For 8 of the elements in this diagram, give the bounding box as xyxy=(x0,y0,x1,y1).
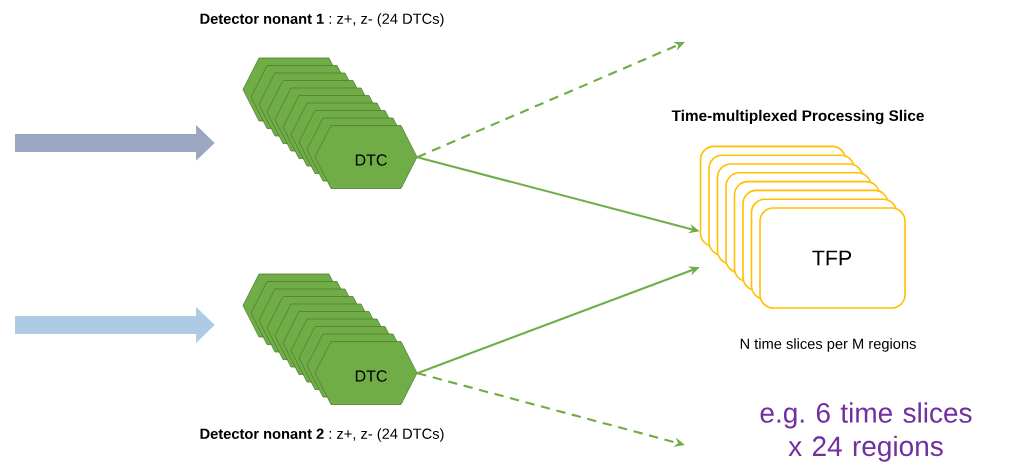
stack-title: Time-multiplexed Processing Slice xyxy=(671,109,924,125)
hexagon-stack: DTC xyxy=(242,57,418,189)
rounded-box-stack: TFP xyxy=(699,145,906,309)
node-label: N time slices per M regions xyxy=(740,338,916,352)
note: e.g. 6 time slices x 24 regions xyxy=(760,402,972,462)
node-label: Detector nonant 2 : z+, z- (24 DTCs) xyxy=(200,428,444,442)
node-label: Detector nonant 1 : z+, z- (24 DTCs) xyxy=(200,13,444,27)
hexagon-stack: DTC xyxy=(242,273,418,405)
